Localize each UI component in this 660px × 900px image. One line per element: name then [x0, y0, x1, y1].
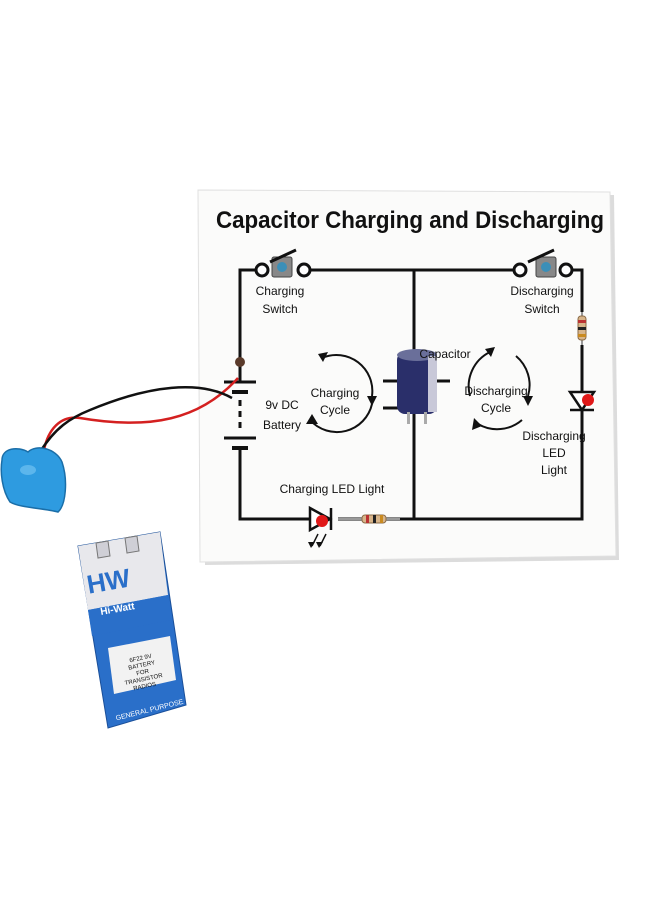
discharging-led-label-3: Light: [541, 463, 568, 477]
battery-label-2: Battery: [263, 418, 301, 432]
battery-clip-wires: [38, 377, 239, 453]
battery-label-line-1: 6F22 9V: [129, 654, 152, 665]
charging-cycle-icon: [306, 352, 377, 434]
battery-9v: [77, 531, 187, 729]
charging-switch-label-2: Switch: [262, 302, 297, 316]
discharging-switch-label-1: Discharging: [510, 284, 573, 298]
charging-switch-label-1: Charging: [256, 284, 305, 298]
battery-label-1: 9v DC: [265, 398, 299, 412]
battery-label-line-3: FOR: [136, 669, 150, 678]
charging-cycle-label-2: Cycle: [320, 403, 350, 417]
battery-label-line-2: BATTERY: [128, 660, 156, 672]
discharging-switch-label-2: Switch: [524, 302, 559, 316]
battery-label-line-5: RADIOS: [133, 682, 157, 693]
discharging-cycle-icon: [467, 347, 533, 431]
battery-terminal-icon: [235, 357, 245, 367]
capacitor-icon: [383, 349, 450, 424]
discharging-led-icon: [567, 390, 597, 413]
charging-cycle-label-1: Charging: [311, 386, 360, 400]
battery-brand-logo: HW: [84, 563, 132, 600]
resistor-discharge-icon: [577, 312, 587, 345]
board-title: Capacitor Charging and Discharging: [216, 207, 604, 234]
discharging-led-label-2: LED: [542, 446, 566, 460]
battery-clip-icon: [0, 447, 67, 513]
capacitor-label: Capacitor: [419, 347, 470, 361]
resistor-charge-icon: [338, 514, 400, 524]
battery-symbol-icon: [224, 356, 256, 450]
charging-switch-icon[interactable]: [254, 248, 312, 278]
discharging-led-label-1: Discharging: [522, 429, 585, 443]
charging-led-icon: [308, 505, 333, 548]
discharging-cycle-label-2: Cycle: [481, 401, 511, 415]
discharging-cycle-label-1: Discharging: [464, 384, 527, 398]
discharging-switch-icon[interactable]: [512, 248, 574, 278]
charging-led-label: Charging LED Light: [280, 482, 385, 496]
